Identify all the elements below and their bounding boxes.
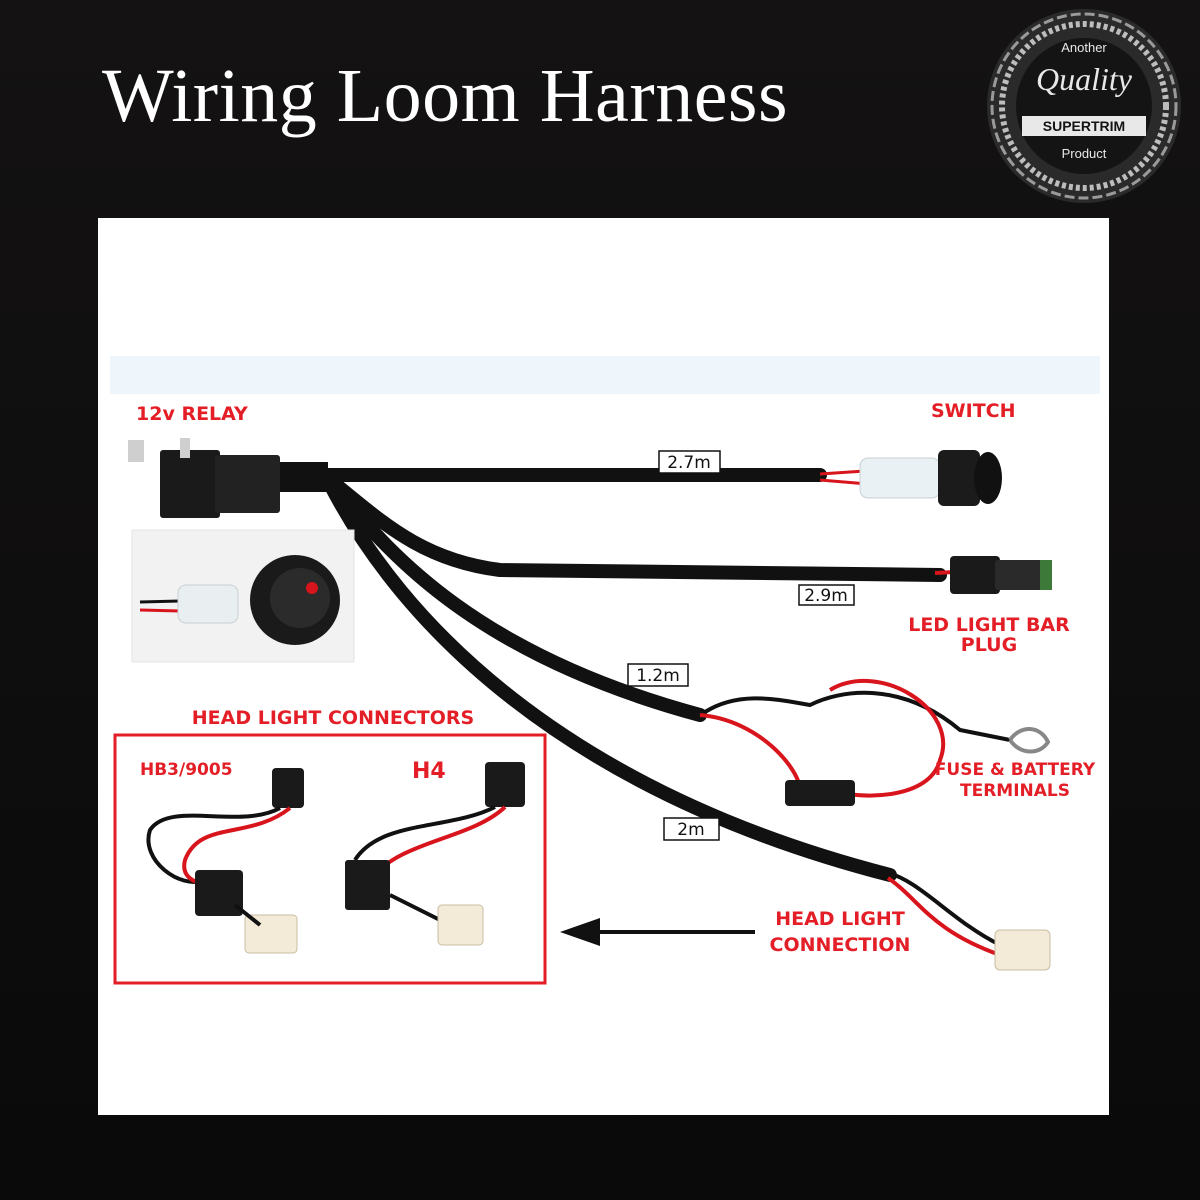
led-plug-label-line1: LED LIGHT BAR: [908, 614, 1070, 636]
svg-text:SUPERTRIM: SUPERTRIM: [1043, 118, 1125, 134]
switch-icon: [819, 450, 1002, 506]
svg-text:Quality: Quality: [1036, 61, 1133, 97]
svg-text:Another: Another: [1061, 40, 1107, 55]
length-tag-fuse: 1.2m: [627, 663, 689, 687]
arrow-left-icon: [560, 918, 755, 946]
fuse-label-line2: TERMINALS: [960, 781, 1070, 801]
hb3-label: HB3/9005: [140, 760, 233, 780]
length-tag-led-plug: 2.9m: [798, 584, 855, 606]
cable-bundle: [318, 468, 947, 882]
headlight-connection-icon: [884, 870, 1051, 971]
h4-label: H4: [412, 759, 446, 784]
fuse-label-line1: FUSE & BATTERY: [935, 760, 1096, 780]
headlight-connection-label-line1: HEAD LIGHT: [775, 908, 905, 930]
svg-text:2.9m: 2.9m: [804, 586, 848, 606]
led-plug-icon: [934, 556, 1052, 594]
svg-text:2.7m: 2.7m: [667, 453, 711, 473]
hb3-connector-icon: [146, 768, 304, 954]
switch-photo-inset: [131, 529, 355, 663]
top-band: [110, 356, 1100, 394]
svg-text:1.2m: 1.2m: [636, 666, 680, 686]
switch-label: SWITCH: [931, 400, 1016, 422]
svg-text:2m: 2m: [677, 820, 704, 840]
relay-icon: [128, 438, 328, 518]
length-tag-switch: 2.7m: [658, 450, 721, 474]
page-title: Wiring Loom Harness: [102, 54, 789, 138]
quality-seal-logo: Another Quality SUPERTRIM Product: [987, 9, 1181, 203]
headlight-connectors-box: [113, 733, 547, 985]
relay-label: 12v RELAY: [136, 403, 248, 425]
length-tag-headlight: 2m: [663, 817, 720, 841]
headlight-connectors-label: HEAD LIGHT CONNECTORS: [192, 707, 474, 729]
headlight-connection-label-line2: CONNECTION: [770, 934, 911, 956]
fuse-battery-icon: [699, 678, 1051, 806]
h4-connector-icon: [345, 762, 525, 946]
led-plug-label-line2: PLUG: [961, 634, 1017, 656]
svg-text:Product: Product: [1062, 146, 1107, 161]
